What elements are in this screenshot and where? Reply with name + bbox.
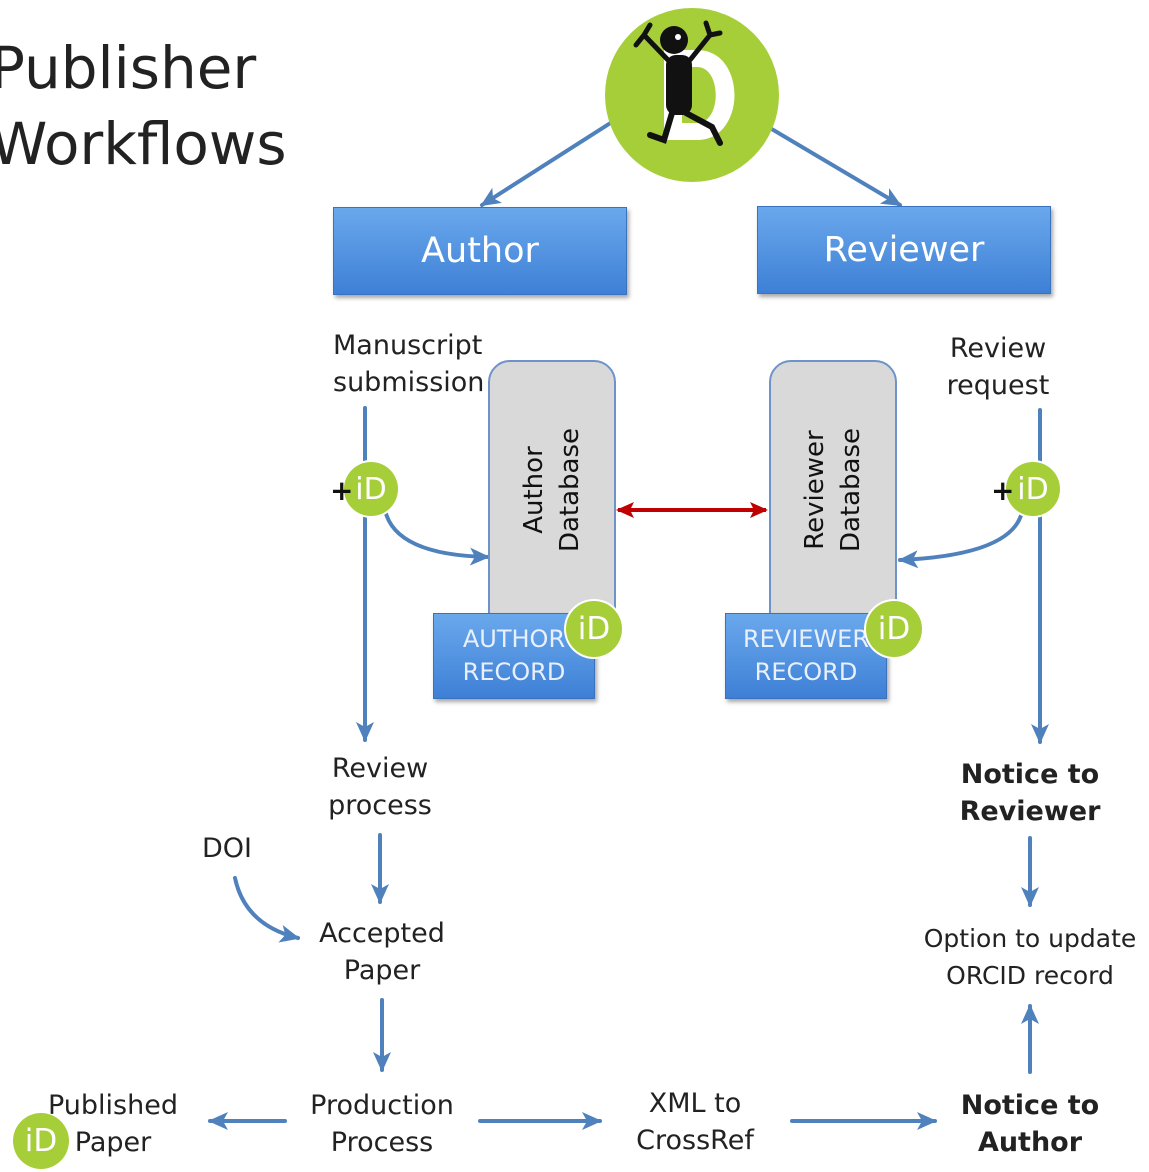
notice-reviewer-line-2: Reviewer [959,796,1101,827]
reviewer-record-line-1: REVIEWER [742,625,870,653]
arrow-id-to-author-db [383,508,490,566]
xml-line-1: XML to [648,1088,742,1119]
label-manuscript-submission: Manuscript submission [333,327,484,401]
review-process-line-1: Review [331,753,429,784]
label-option-update: Option to update ORCID record [910,920,1149,994]
label-review-process: Review process [315,750,445,824]
label-published-paper: Published Paper [45,1087,181,1161]
production-line-2: Process [330,1127,434,1158]
author-box-label: Author [421,231,539,271]
author-record-line-2: RECORD [462,658,566,686]
published-line-1: Published [48,1090,178,1121]
manuscript-line-2: submission [333,367,485,398]
author-database-label: Author Database [516,427,588,551]
orcid-id-icon: iD [866,601,922,657]
plus-icon: + [330,474,354,507]
manuscript-line-1: Manuscript [333,330,483,361]
reviewer-record-line-2: RECORD [754,658,858,686]
reviewer-box: Reviewer [757,206,1051,294]
accepted-paper-line-2: Paper [343,955,421,986]
orcid-mascot-logo [605,8,779,182]
label-accepted-paper: Accepted Paper [310,915,454,989]
reviewer-database-line-2: Database [836,427,866,552]
author-database: Author Database [488,360,616,619]
orcid-id-icon: iD [566,601,622,657]
arrow-id-to-reviewer-db [898,510,1024,569]
option-line-1: Option to update [923,924,1137,953]
author-box: Author [333,207,627,295]
reviewer-database-line-1: Reviewer [800,429,830,550]
label-notice-author: Notice to Author [955,1087,1105,1161]
option-line-2: ORCID record [946,961,1114,990]
label-notice-reviewer: Notice to Reviewer [950,756,1110,830]
reviewer-database-label: Reviewer Database [797,427,869,551]
label-review-request: Review request [935,330,1061,404]
arrow-doi-to-accepted [233,876,300,943]
title-line-1: Publisher [0,34,257,102]
notice-author-line-1: Notice to [960,1090,1100,1121]
label-doi: DOI [201,833,252,864]
author-database-line-2: Database [555,427,585,552]
production-line-1: Production [310,1090,454,1121]
arrow-logo-to-reviewer [768,126,902,207]
published-line-2: Paper [74,1127,152,1158]
review-request-line-1: Review [949,333,1047,364]
notice-reviewer-line-1: Notice to [960,759,1100,790]
review-request-line-2: request [946,370,1050,401]
arrow-logo-to-author [480,120,614,207]
label-production-process: Production Process [300,1087,464,1161]
author-record-line-1: AUTHOR [462,625,566,653]
author-database-line-1: Author [519,445,549,534]
review-process-line-2: process [328,790,432,821]
orcid-id-icon: iD [13,1113,69,1169]
reviewer-record: REVIEWER RECORD [725,613,887,699]
orcid-id-icon: iD [1006,462,1060,516]
notice-author-line-2: Author [977,1127,1083,1158]
label-xml-crossref: XML to CrossRef [622,1085,768,1159]
reviewer-box-label: Reviewer [823,230,985,270]
accepted-paper-line-1: Accepted [319,918,445,949]
page-title: Publisher Workflows [0,30,287,182]
reviewer-database: Reviewer Database [769,360,897,619]
plus-icon: + [991,474,1015,507]
title-line-2: Workflows [0,110,287,178]
orcid-id-icon: iD [344,462,398,516]
xml-line-2: CrossRef [636,1125,754,1156]
